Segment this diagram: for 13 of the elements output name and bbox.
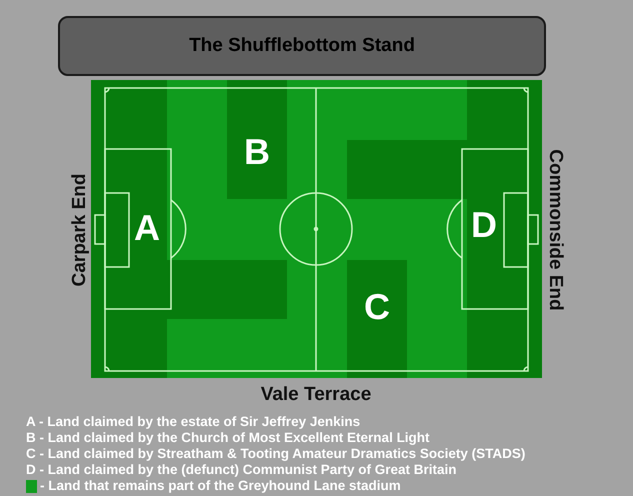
- legend-text: - Land that remains part of the Greyhound Lane stadium: [40, 478, 401, 494]
- stand-banner: The Shufflebottom Stand: [58, 16, 546, 76]
- legend-note: A - Land claimed by the estate of Sir Jeffrey Jenkins: [26, 414, 360, 430]
- legend-note: C - Land claimed by Streatham & Tooting Amateur Dramatics Society (STADS): [26, 446, 526, 462]
- plot-letter: A: [134, 210, 160, 246]
- legend-note: B - Land claimed by the Church of Most Excellent Eternal Light: [26, 430, 430, 446]
- end-label: Carpark End: [69, 174, 91, 286]
- plot-letter: D: [471, 207, 497, 243]
- end-label: Commonside End: [544, 149, 566, 311]
- legend-note: D - Land claimed by the (defunct) Communist Party of Great Britain: [26, 462, 457, 478]
- plot-letter: C: [364, 289, 390, 325]
- plot-letter: B: [244, 134, 270, 170]
- terrace-label: Vale Terrace: [260, 384, 372, 406]
